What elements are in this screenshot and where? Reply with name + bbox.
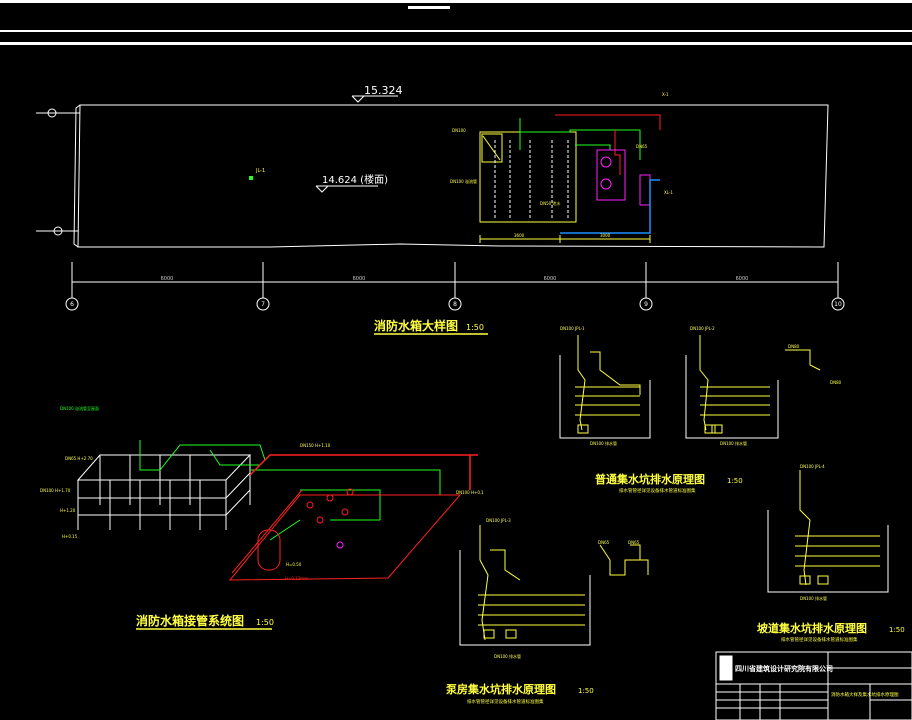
svg-text:DN100 排水管: DN100 排水管 [800, 595, 827, 601]
grid-axis [65, 262, 845, 311]
system-diagram [76, 440, 478, 581]
company-name: 四川省建筑设计研究院有限公司 [735, 664, 833, 673]
svg-text:DN100 H+0.1: DN100 H+0.1 [456, 490, 484, 495]
svg-text:DN50 泄水: DN50 泄水 [540, 200, 560, 206]
pit-ramp-scale: 1:50 [889, 626, 905, 634]
pit-normal-1 [559, 335, 651, 439]
pit-ramp-note: 排水管管径详见设备排水管道标准图集 [781, 636, 858, 643]
grid-dim-3: 6000 [544, 276, 557, 282]
grid-dim-2: 6000 [353, 276, 366, 282]
plan-view [36, 95, 829, 248]
svg-text:DN100 JPL-3: DN100 JPL-3 [486, 518, 511, 523]
level-top-label: 15.324 [364, 84, 403, 97]
title-block [715, 651, 912, 720]
drawing-name: 消防水箱大样及集水坑排水原理图 [831, 691, 899, 698]
svg-text:H+0.15: H+0.15 [62, 534, 78, 539]
level-floor-label: 14.624 (楼面) [322, 173, 388, 186]
tank-dim-2: 3000 [600, 233, 611, 238]
svg-text:XL-1: XL-1 [664, 190, 673, 195]
pit-ramp-title: 坡道集水坑排水原理图 [757, 621, 867, 635]
roof-outline [77, 104, 829, 248]
pit-pump-note: 排水管管径详见设备排水管道标准图集 [467, 698, 544, 705]
grid-label-10: 10 [834, 301, 842, 308]
svg-text:DN150 H+1.10: DN150 H+1.10 [300, 443, 331, 448]
marker-green [249, 176, 253, 180]
plan-title: 消防水箱大样图 [374, 318, 458, 333]
plan-scale: 1:50 [466, 323, 484, 332]
grid-label-9: 9 [644, 301, 648, 308]
svg-text:DN65 H+2.70: DN65 H+2.70 [65, 456, 93, 461]
svg-text:DN65: DN65 [628, 540, 640, 545]
grid-dims: 6000 6000 6000 6000 [161, 276, 749, 282]
svg-text:DN100 溢流管: DN100 溢流管 [450, 178, 477, 184]
svg-text:DN65: DN65 [636, 144, 648, 149]
pit-normal-scale: 1:50 [727, 477, 743, 485]
svg-text:DN100 排水管: DN100 排水管 [494, 653, 521, 659]
svg-text:DN100 JPL-1: DN100 JPL-1 [560, 326, 585, 331]
system-scale: 1:50 [256, 618, 274, 627]
pit-normal-title: 普通集水坑排水原理图 [595, 472, 705, 486]
pit-normal-2 [685, 335, 821, 439]
pit-pump [459, 525, 649, 646]
tank-dim-1: 3600 [514, 233, 525, 238]
grid-label-7: 7 [261, 301, 265, 308]
svg-text:H=0.50: H=0.50 [286, 562, 302, 567]
svg-text:DN100 JPL-2: DN100 JPL-2 [690, 326, 715, 331]
svg-text:DN100: DN100 [452, 128, 466, 133]
svg-text:DN80: DN80 [788, 344, 800, 349]
system-title: 消防水箱接管系统图 [136, 613, 244, 628]
grid-label-6: 6 [70, 301, 74, 308]
svg-text:DN65: DN65 [598, 540, 610, 545]
grid-labels: 6 7 8 9 10 [70, 301, 842, 308]
svg-text:DN100 JPL-4: DN100 JPL-4 [800, 464, 825, 469]
svg-text:H+1.20: H+1.20 [60, 508, 76, 513]
svg-text:X-1: X-1 [662, 92, 669, 97]
svg-text:DN100 溢流管至屋面: DN100 溢流管至屋面 [60, 405, 99, 411]
top-frame [0, 0, 912, 45]
svg-text:DN80: DN80 [830, 380, 842, 385]
pit-pump-scale: 1:50 [578, 687, 594, 695]
pit-pump-title: 泵房集水坑排水原理图 [446, 682, 556, 696]
tank-room [479, 114, 661, 243]
pit-ramp [767, 470, 889, 593]
system-annotations: DN100 溢流管至屋面 DN65 H+2.70 DN100 H+1.70 H+… [40, 405, 484, 581]
svg-text:DN100 排水管: DN100 排水管 [590, 440, 617, 446]
svg-text:H=0.12mm: H=0.12mm [285, 576, 308, 581]
grid-dim-4: 6000 [736, 276, 749, 282]
pit-normal-note: 排水管管径详见设备排水管道标准图集 [619, 487, 696, 494]
svg-text:DN100 H+1.70: DN100 H+1.70 [40, 488, 71, 493]
marker-label: JL-1 [255, 168, 265, 174]
grid-label-8: 8 [453, 301, 457, 308]
grid-dim-1: 6000 [161, 276, 174, 282]
svg-text:DN100 排水管: DN100 排水管 [720, 440, 747, 446]
